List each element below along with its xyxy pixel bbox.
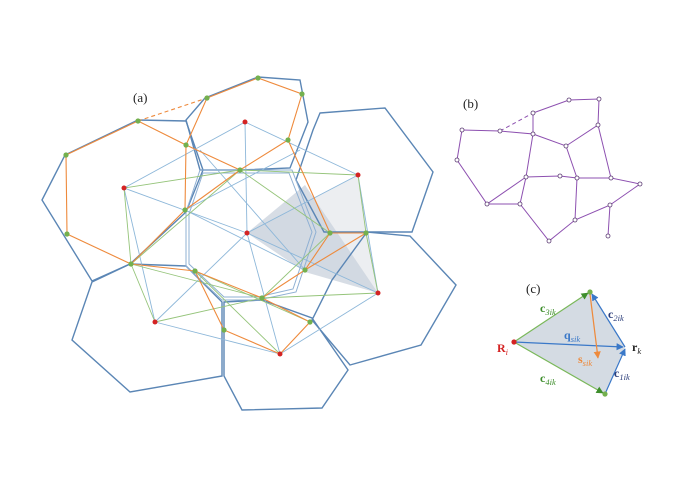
network-node xyxy=(517,201,523,207)
green-vertex xyxy=(221,327,227,333)
red-vertex xyxy=(244,230,250,236)
network-node xyxy=(574,175,580,181)
network-node xyxy=(605,233,611,239)
label-R: Ri xyxy=(497,341,509,357)
network-node xyxy=(546,238,552,244)
label-c3: c3ik xyxy=(540,301,556,317)
label-r: rk xyxy=(632,340,641,356)
network-node xyxy=(596,96,602,102)
panel-label-c: (c) xyxy=(526,281,540,296)
c-vertex-top xyxy=(587,289,593,295)
shaded-region xyxy=(247,185,378,293)
red-vertices xyxy=(121,119,381,357)
c3-arrow xyxy=(513,292,589,343)
panel-c: c3ik c2ik qsik rk Ri ssik c1ik c4ik (c) xyxy=(497,281,641,397)
network-node xyxy=(497,128,503,134)
red-vertex xyxy=(242,119,248,125)
q-arrow xyxy=(513,341,624,351)
green-vertex xyxy=(182,207,188,213)
network-node xyxy=(595,122,601,128)
voronoi-cell xyxy=(71,263,223,393)
red-vertex xyxy=(152,319,158,325)
red-vertex xyxy=(277,351,283,357)
label-q: qsik xyxy=(564,328,580,344)
label-c2: c2ik xyxy=(608,307,624,323)
network-node xyxy=(530,110,536,116)
panel-a: (a) xyxy=(41,75,457,411)
network-node xyxy=(454,157,460,163)
network-node xyxy=(607,202,613,208)
voronoi-cell xyxy=(223,299,349,411)
panel-label-a: (a) xyxy=(133,90,147,105)
green-vertex xyxy=(327,230,333,236)
green-vertex xyxy=(307,319,313,325)
green-vertex xyxy=(135,118,141,124)
c2-arrow xyxy=(591,293,626,348)
green-vertex xyxy=(237,167,243,173)
network-node xyxy=(608,175,614,181)
network-node xyxy=(563,143,569,149)
green-vertex xyxy=(255,75,261,81)
red-vertex xyxy=(375,290,381,296)
delaunay-green xyxy=(123,169,379,355)
c-vertex-bottom xyxy=(602,391,608,397)
network-nodes xyxy=(454,96,643,244)
green-vertex xyxy=(363,230,369,236)
green-vertex xyxy=(204,95,210,101)
label-c1: c1ik xyxy=(614,366,630,382)
panel-b: (b) xyxy=(454,96,643,244)
network-node xyxy=(484,201,490,207)
green-vertex xyxy=(128,261,134,267)
label-c4: c4ik xyxy=(540,371,556,387)
voronoi-cell xyxy=(311,231,457,366)
R-point xyxy=(511,339,517,345)
green-vertex xyxy=(183,142,189,148)
voronoi-cell xyxy=(185,76,309,171)
network-node xyxy=(530,131,536,137)
s-arrow xyxy=(589,293,601,359)
green-vertex xyxy=(285,137,291,143)
green-vertex xyxy=(63,152,69,158)
voronoi-cell-inner xyxy=(185,169,317,301)
network-node xyxy=(637,181,643,187)
voronoi-cells xyxy=(41,76,457,411)
green-vertex xyxy=(192,268,198,274)
green-vertex xyxy=(299,91,305,97)
red-vertex xyxy=(355,172,361,178)
label-s: ssik xyxy=(578,352,592,368)
red-vertex xyxy=(121,185,127,191)
c4-arrow xyxy=(513,341,604,394)
network-node xyxy=(459,127,465,133)
panel-label-b: (b) xyxy=(463,96,478,111)
green-vertex xyxy=(64,231,70,237)
green-vertex xyxy=(302,267,308,273)
green-vertices xyxy=(63,75,369,333)
kite-shade xyxy=(514,292,625,394)
network-node xyxy=(557,173,563,179)
network-node xyxy=(572,217,578,223)
network-node xyxy=(566,97,572,103)
network-node xyxy=(523,174,529,180)
green-vertex xyxy=(259,295,265,301)
c1-arrow xyxy=(604,348,626,395)
